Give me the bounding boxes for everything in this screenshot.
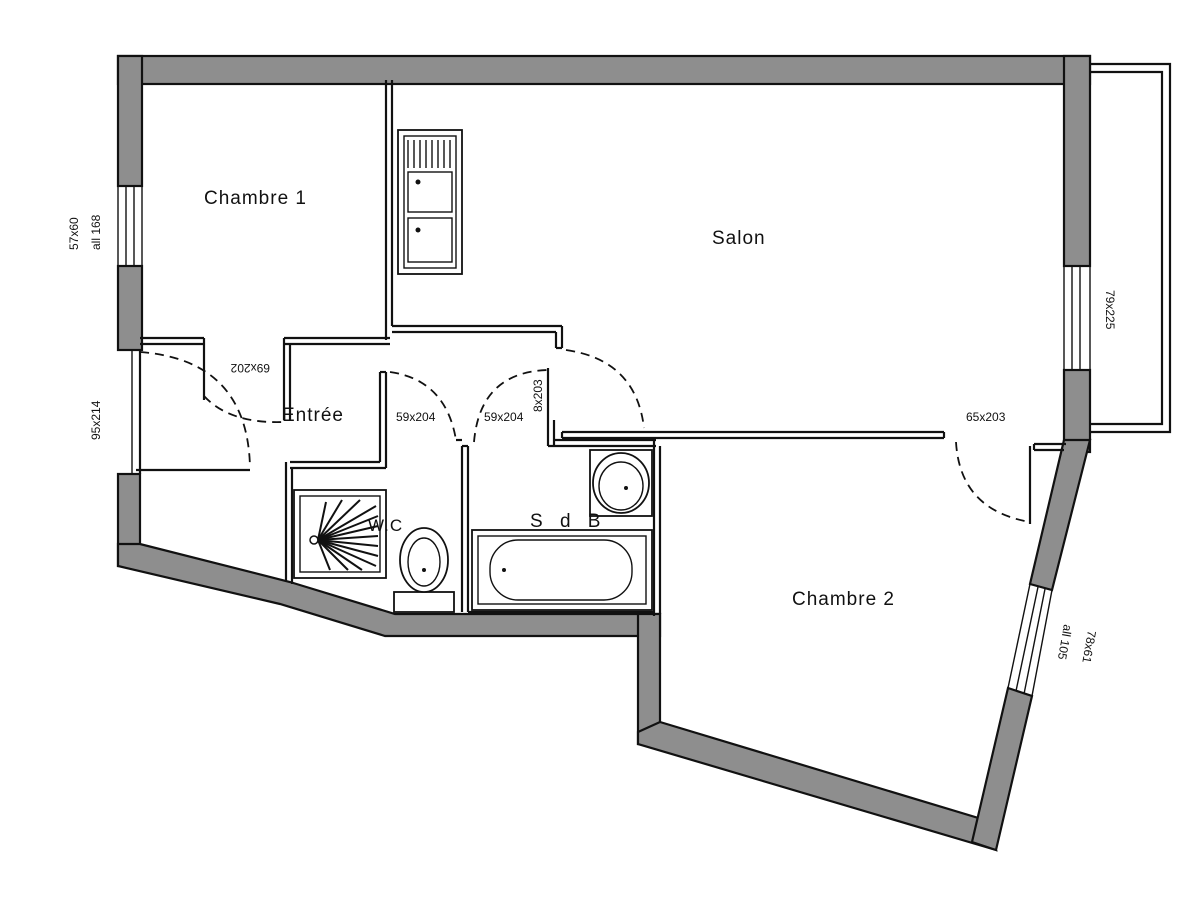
label-chambre2: Chambre 2 xyxy=(792,589,895,610)
partitions xyxy=(140,80,1066,616)
balcony xyxy=(1090,62,1172,434)
door-chambre2 xyxy=(955,441,1032,524)
wall-chambre2-east-lower xyxy=(970,686,1034,852)
window-salon xyxy=(1063,265,1091,371)
dim-window-salon: 79x225 xyxy=(1103,290,1117,330)
dim-window-chambre1-size: 57x60 xyxy=(67,217,81,250)
window-chambre1 xyxy=(117,185,143,267)
dim-window-chambre1-alt: all 168 xyxy=(89,214,103,250)
kitchen-sink xyxy=(397,129,463,275)
label-wc: W.C xyxy=(368,516,403,535)
dim-door-salon: 8x203 xyxy=(531,379,545,412)
doors xyxy=(131,344,1032,524)
wall-top xyxy=(116,54,1092,86)
dim-window-chambre2-size: 78x61 xyxy=(1079,629,1099,664)
door-entry xyxy=(131,350,251,474)
windows xyxy=(117,62,1172,697)
wall-chambre2-east-upper xyxy=(1028,438,1092,592)
bathtub xyxy=(471,529,653,611)
label-entree: Entrée xyxy=(282,405,344,426)
dim-window-chambre2-alt: all 105 xyxy=(1055,623,1075,661)
walls xyxy=(116,54,1092,852)
room-labels: Chambre 1 Salon Entrée W.C S d B Chambre… xyxy=(204,188,895,610)
door-chambre1 xyxy=(202,344,285,423)
window-chambre2 xyxy=(1007,583,1053,697)
label-chambre1: Chambre 1 xyxy=(204,188,307,209)
door-sdb xyxy=(473,368,550,443)
washbasin xyxy=(589,449,653,517)
shower-tray xyxy=(293,489,387,579)
wall-chambre2-bottom xyxy=(636,720,998,852)
dim-door-sdb: 59x204 xyxy=(484,410,524,424)
label-sdb: S d B xyxy=(530,511,606,532)
door-salon xyxy=(565,349,645,429)
wall-left-upper xyxy=(116,54,144,188)
label-salon: Salon xyxy=(712,228,766,249)
toilet xyxy=(393,527,455,613)
wall-left-middle xyxy=(116,264,144,352)
wall-right-upper xyxy=(1062,54,1092,268)
dim-entry-door: 95x214 xyxy=(89,400,103,440)
dimension-labels: 57x60 all 168 95x214 69x202 59x204 59x20… xyxy=(67,214,1117,664)
dim-door-chambre2: 65x203 xyxy=(966,410,1006,424)
door-wc xyxy=(389,371,462,442)
dim-door-wc: 59x204 xyxy=(396,410,436,424)
dim-door-chambre1: 69x202 xyxy=(230,361,270,375)
